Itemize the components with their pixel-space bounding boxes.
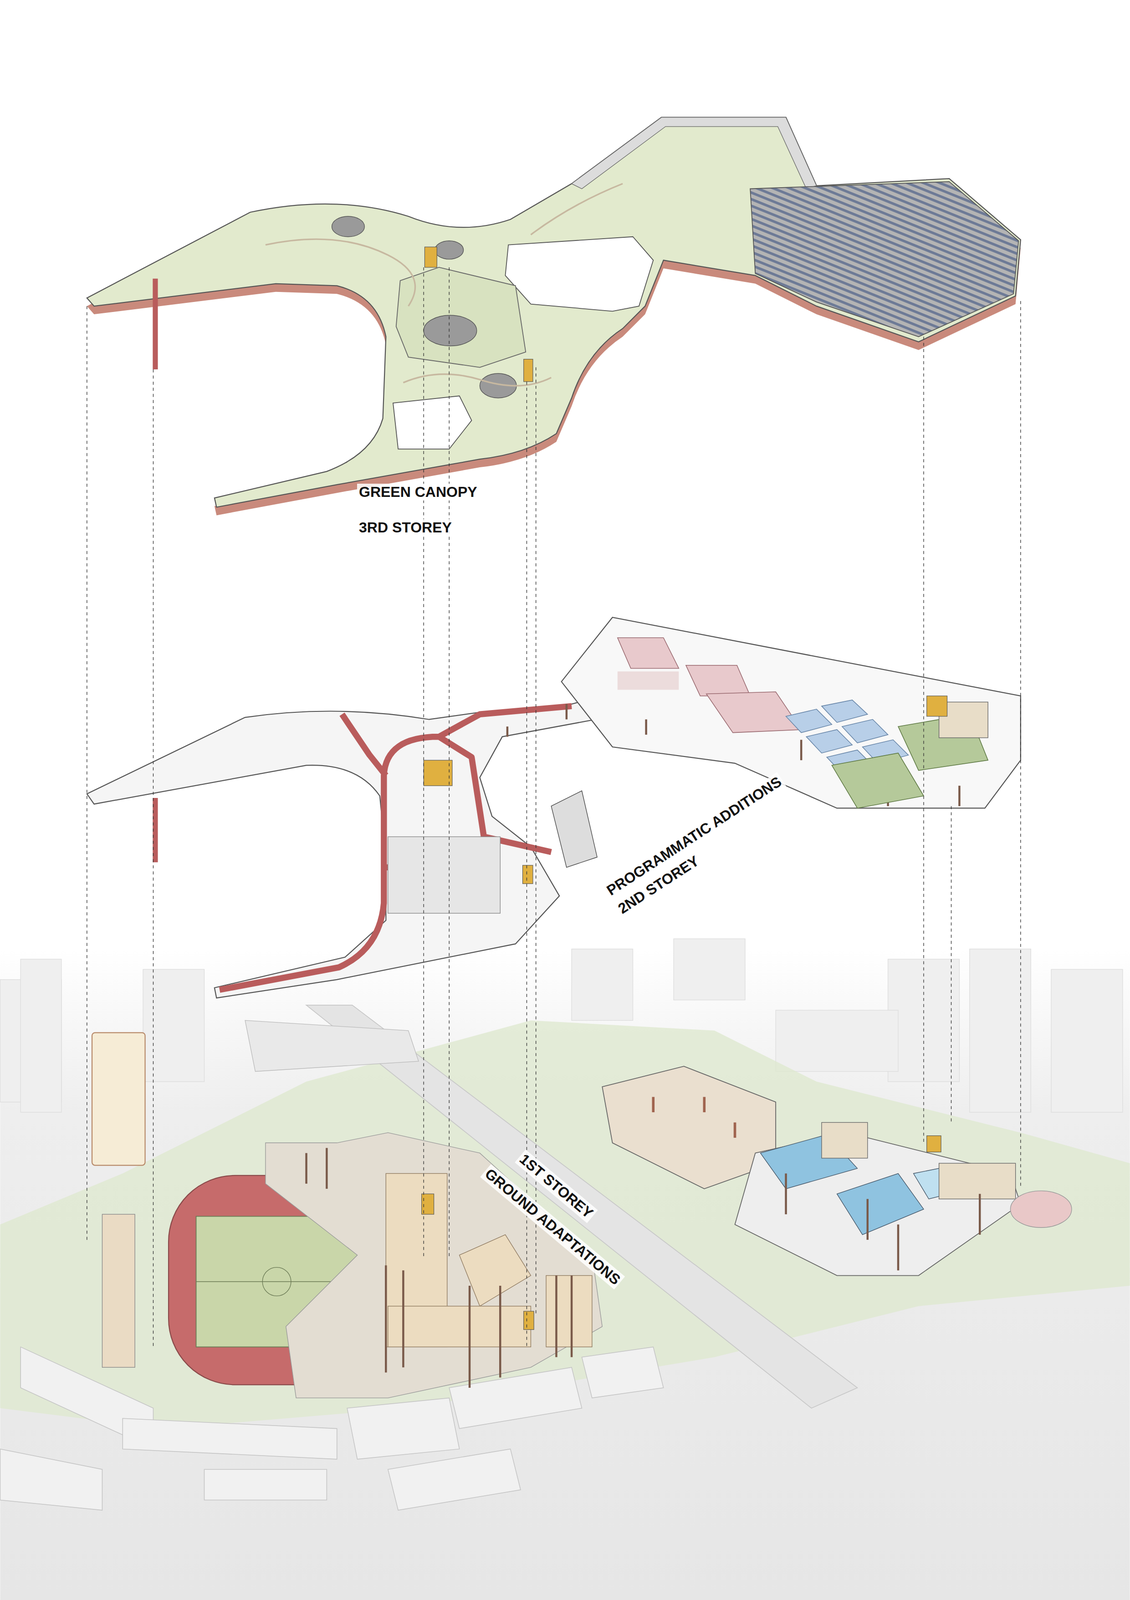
storey-label: GREEN CANOPY bbox=[357, 483, 480, 501]
storey-label: 3RD STOREY bbox=[357, 519, 454, 537]
storey-label: PROGRAMMATIC ADDITIONS bbox=[602, 772, 787, 900]
